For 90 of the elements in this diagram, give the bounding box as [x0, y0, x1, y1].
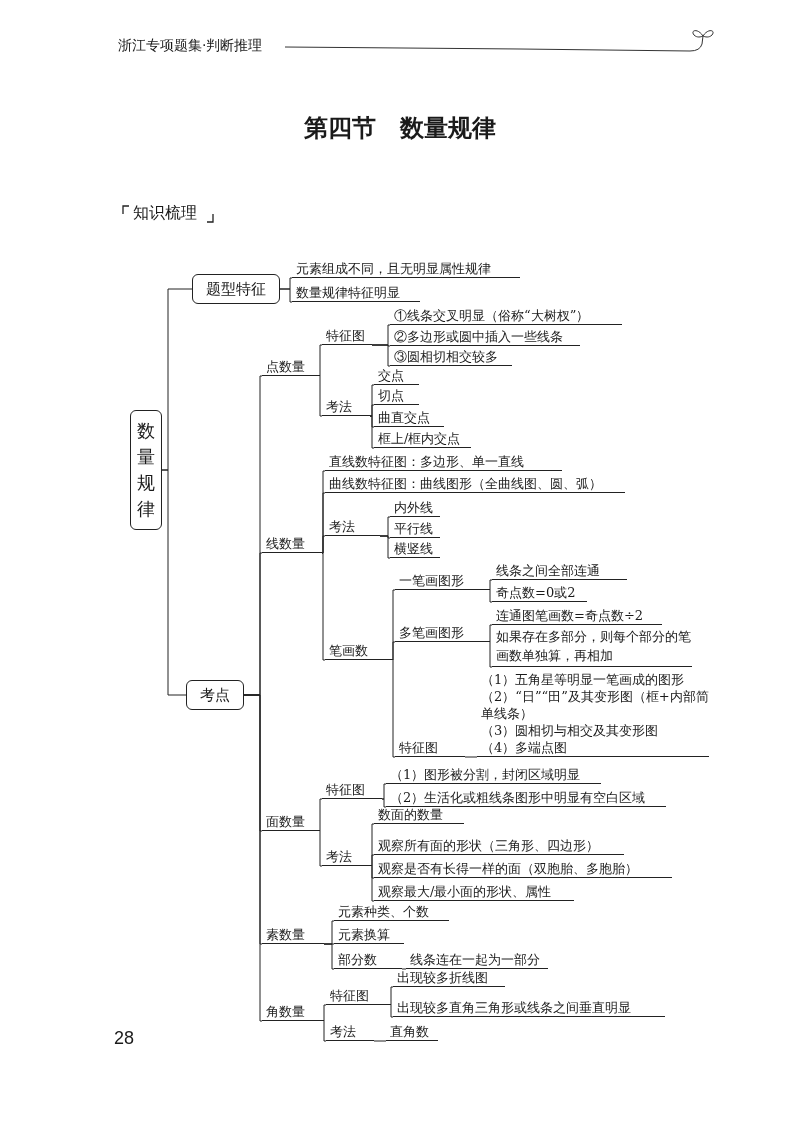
branch-label: 线条之间全部连通 [492, 563, 627, 580]
branch-label: 奇点数=0或2 [492, 585, 587, 602]
section-heading: 知识梳理 [133, 203, 197, 224]
branch-label: 特征图 [322, 782, 382, 799]
branch-label: 直角数 [386, 1024, 438, 1041]
branch-line [464, 756, 478, 758]
branch-label: 一笔画图形 [395, 573, 490, 590]
list-item: （1）五角星等明显一笔画成的图形 [481, 671, 686, 688]
branch-line [279, 288, 293, 303]
branch-label: 考法 [322, 849, 372, 866]
branch-label: 线数量 [262, 536, 322, 553]
branch-line [379, 535, 391, 559]
branch-label: 直线数特征图：多边形、单一直线 [325, 454, 562, 471]
branch-line [489, 579, 493, 591]
branch-label: 数量规律特征明显 [292, 285, 420, 302]
branch-line [243, 694, 263, 1022]
topic-box: 考点 [186, 680, 244, 710]
branch-label: 考法 [322, 399, 370, 416]
branch-label: 特征图 [326, 988, 391, 1005]
branch-line [319, 798, 323, 832]
branch-label: 交点 [374, 368, 419, 385]
branch-label: 多笔画图形 [395, 625, 490, 642]
branch-label: 内外线 [390, 500, 440, 517]
branch-label: 考法 [325, 519, 380, 536]
branch-line [321, 552, 326, 661]
branch-line [369, 404, 375, 417]
list-item: （3）圆相切与相交及其变形图 [481, 722, 660, 739]
branch-line [323, 943, 335, 970]
branch-label: ③圆相切相交较多 [390, 349, 512, 366]
branch-label: ①线条交叉明显（俗称“大树杈”） [390, 308, 622, 325]
branch-label: ②多边形或圆中插入一些线条 [390, 329, 580, 346]
branch-line [321, 535, 326, 554]
branch-line [319, 830, 323, 867]
branch-line [371, 865, 375, 902]
branch-line [381, 798, 387, 808]
branch-line [319, 375, 323, 417]
branch-line [369, 415, 375, 449]
branch-label: 横竖线 [390, 541, 440, 558]
branch-line [319, 344, 323, 377]
branch-label: 素数量 [262, 927, 324, 944]
branch-line [371, 854, 375, 867]
branch-label: 观察最大/最小面的形状、属性 [374, 884, 574, 901]
list-item: （2）“日”“田”及其变形图（框+内部简单线条） [481, 688, 709, 722]
branch-label: （2）生活化或粗线条图形中明显有空白区域 [386, 790, 666, 807]
branch-line [373, 1040, 387, 1042]
running-header: 浙江专项题集·判断推理 [118, 37, 263, 55]
branch-label: 出现较多直角三角形或线条之间垂直明显 [393, 1000, 665, 1017]
branch-label: 观察是否有长得一样的面（双胞胎、多胞胎） [374, 861, 672, 878]
branch-label: 部分数 [334, 952, 402, 969]
branch-label: 元素换算 [334, 927, 404, 944]
branch-line [161, 469, 187, 696]
branch-label: 面数量 [262, 814, 320, 831]
branch-line [390, 1004, 394, 1018]
branch-label: 数面的数量 [374, 807, 464, 824]
branch-label: 角数量 [262, 1004, 324, 1021]
branch-label: 曲直交点 [374, 410, 444, 427]
branch-label: 元素组成不同，且无明显属性规律 [292, 261, 520, 278]
branch-line [489, 641, 493, 668]
branch-line [392, 641, 396, 661]
branch-line [390, 986, 394, 1006]
branch-line [371, 344, 391, 367]
page-title: 第四节 数量规律 [303, 113, 497, 144]
branch-label: 特征图 [395, 740, 465, 757]
list-item: （4）多端点图 [481, 739, 569, 756]
page-number: 28 [114, 1028, 135, 1049]
branch-line [381, 783, 387, 800]
topic-box: 题型特征 [192, 274, 280, 304]
branch-label: 考法 [326, 1024, 374, 1041]
branch-label: 曲线数特征图：曲线图形（全曲线图、圆、弧） [325, 476, 625, 493]
branch-label: 点数量 [262, 359, 320, 376]
branch-label: 如果存在多部分，则每个部分的笔画数单独算，再相加 [492, 627, 692, 667]
branch-label: 连通图笔画数=奇点数÷2 [492, 608, 662, 625]
branch-label: 观察所有面的形状（三角形、四边形） [374, 838, 624, 855]
branch-label: 平行线 [390, 521, 440, 538]
branch-label: 元素种类、个数 [334, 904, 449, 921]
branch-line [401, 968, 407, 970]
branch-label: 切点 [374, 388, 419, 405]
branch-label: 框上/框内交点 [374, 431, 471, 448]
branch-line [489, 624, 493, 643]
branch-line [392, 659, 396, 758]
branch-label: 特征图 [322, 328, 372, 345]
topic-box: 数量规律 [130, 410, 162, 530]
branch-label: 出现较多折线图 [393, 970, 505, 987]
branch-label: 笔画数 [325, 643, 393, 660]
feature-list [477, 671, 709, 757]
branch-line [323, 1004, 327, 1022]
branch-line [489, 589, 493, 603]
branch-label: 线条连在一起为一部分 [406, 952, 548, 969]
branch-label: （1）图形被分割，封闭区域明显 [386, 767, 601, 784]
branch-line [323, 1020, 327, 1042]
